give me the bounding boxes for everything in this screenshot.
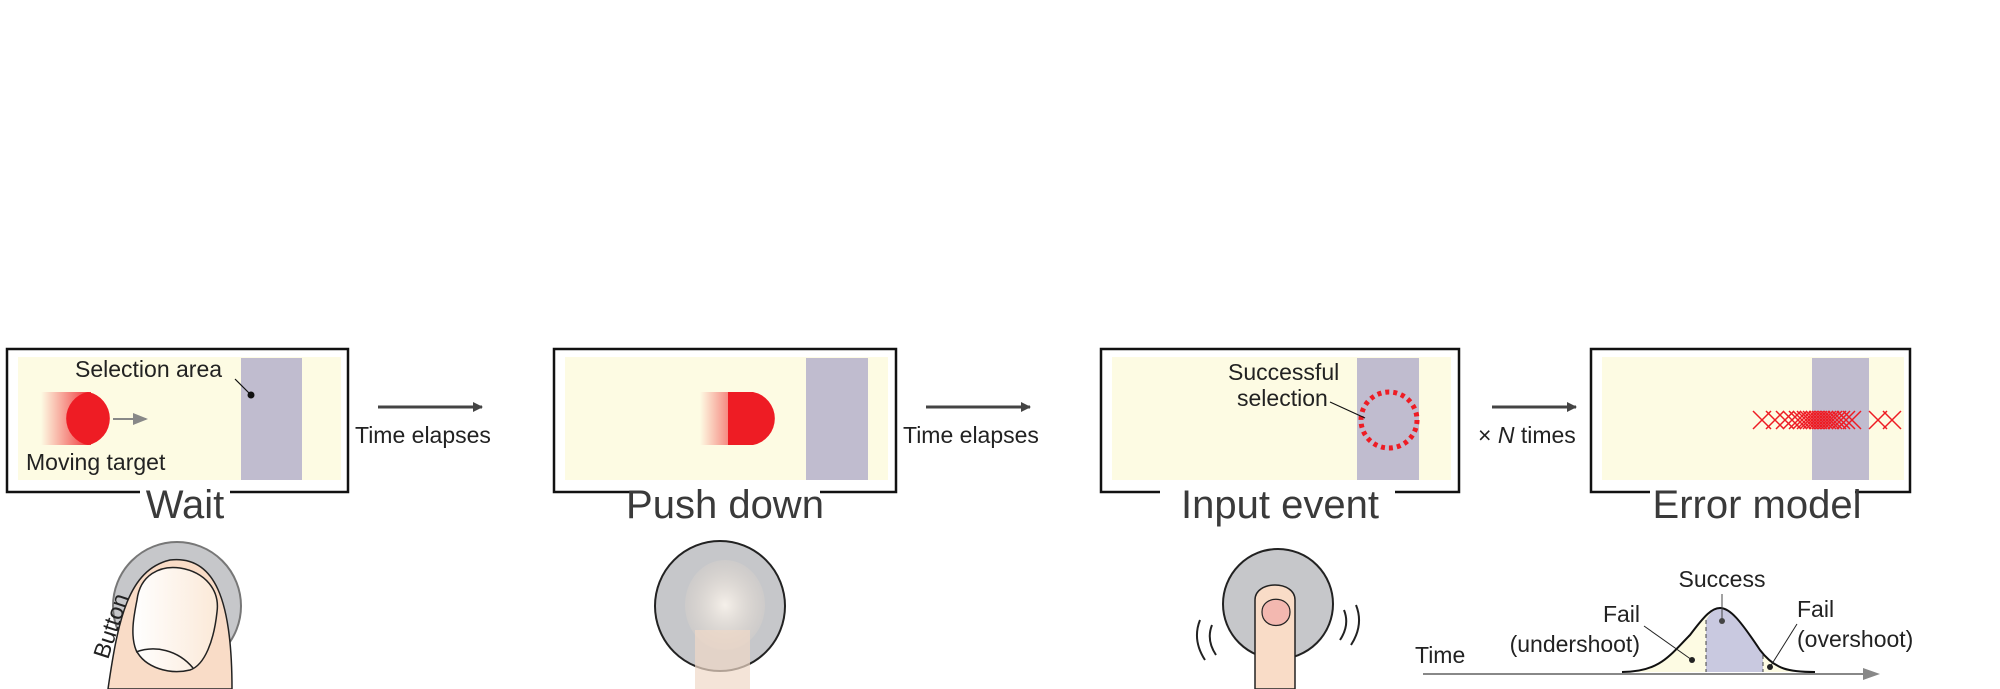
error-x-mark: [1782, 410, 1802, 430]
successful-selection-label-1: Successful: [1228, 359, 1339, 385]
fail-overshoot-label-1: Fail: [1797, 596, 1834, 622]
motion-arrow-icon: [133, 413, 148, 425]
error-marks: [1752, 410, 1902, 430]
panel-error-model: Error model: [1589, 347, 1912, 527]
step-title-input-event: Input event: [1181, 483, 1379, 527]
transition-label-2: Time elapses: [903, 422, 1039, 448]
error-distribution: Time Success Fail (undershoot) Fail (ove…: [1415, 566, 1913, 680]
finger-on-button-vibrating: [1195, 548, 1361, 689]
time-axis-arrow-icon: [1863, 668, 1880, 680]
step-title-error-model: Error model: [1653, 483, 1862, 527]
error-x-mark: [1836, 410, 1856, 430]
selection-area: [1357, 358, 1419, 480]
success-label: Success: [1679, 566, 1766, 592]
selection-area-label: Selection area: [75, 356, 222, 382]
error-x-mark: [1882, 410, 1902, 430]
time-axis-label: Time: [1415, 642, 1465, 668]
panel-wait: Selection area Moving target Wait Button: [5, 347, 350, 689]
fail-undershoot-label-1: Fail: [1603, 601, 1640, 627]
panel-push-down: Push down: [552, 347, 898, 689]
moving-target-label: Moving target: [26, 449, 166, 475]
error-x-mark: [1765, 410, 1785, 430]
error-x-mark: [1868, 410, 1888, 430]
fail-overshoot-label-2: (overshoot): [1797, 626, 1913, 652]
selection-area: [241, 358, 302, 480]
transition-label-1: Time elapses: [355, 422, 491, 448]
step-title-wait: Wait: [146, 483, 225, 527]
finger-on-button: Button: [88, 541, 242, 689]
error-x-mark: [1827, 410, 1847, 430]
moving-target: [728, 392, 775, 445]
fail-undershoot-label-2: (undershoot): [1510, 631, 1640, 657]
step-title-push-down: Push down: [626, 483, 824, 527]
moving-target: [66, 392, 110, 445]
selection-area: [806, 358, 868, 480]
successful-selection-label-2: selection: [1237, 385, 1328, 411]
error-x-mark: [1842, 410, 1862, 430]
error-x-mark: [1817, 410, 1837, 430]
transition-label-3: × N times: [1478, 422, 1576, 448]
panel-input-event: Successful selection Input event: [1099, 347, 1461, 689]
finger-pressing-button: [654, 540, 786, 689]
successful-selection-marker: [1358, 389, 1420, 451]
